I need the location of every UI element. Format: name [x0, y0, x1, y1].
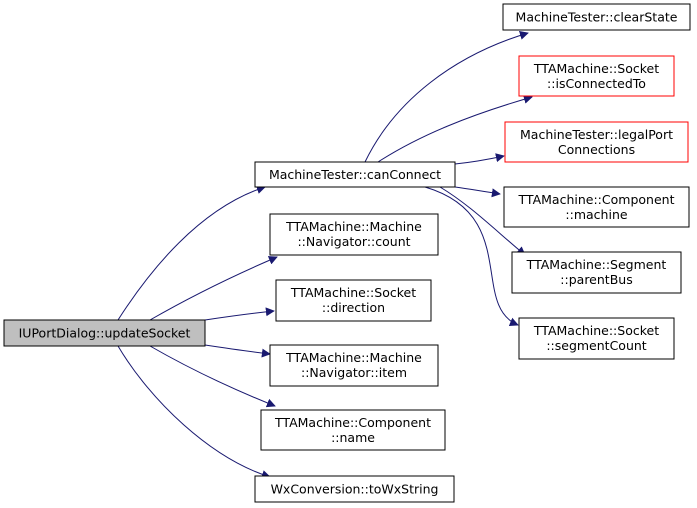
node-label: WxConversion::toWxString — [271, 482, 439, 497]
node-socket-direction[interactable]: TTAMachine::Socket ::direction — [275, 279, 432, 322]
node-label-line2: ::isConnectedTo — [547, 76, 646, 91]
node-label-line1: TTAMachine::Component — [274, 415, 431, 430]
node-label-line1: TTAMachine::Socket — [290, 285, 416, 300]
edge-canconnect-to-segmentcount — [424, 186, 519, 327]
node-component-machine[interactable]: TTAMachine::Component ::machine — [503, 186, 690, 228]
edge-root-to-direction — [204, 307, 275, 321]
node-label-line1: TTAMachine::Segment — [526, 257, 667, 272]
node-label-line1: TTAMachine::Component — [518, 192, 675, 207]
node-machinetester-clearstate[interactable]: MachineTester::clearState — [502, 3, 691, 31]
node-machinetester-canconnect[interactable]: MachineTester::canConnect — [254, 161, 456, 188]
node-label-line1: MachineTester::legalPort — [520, 127, 673, 142]
node-label: IUPortDialog::updateSocket — [19, 326, 191, 341]
node-label-line2: ::machine — [565, 207, 627, 222]
node-label-line1: TTAMachine::Machine — [285, 350, 422, 365]
edge-root-to-navitem — [204, 344, 271, 358]
node-label-line2: Connections — [558, 142, 635, 157]
node-label-line2: ::Navigator::item — [301, 365, 407, 380]
edge-root-to-name — [149, 345, 276, 408]
node-label-line2: ::name — [331, 430, 375, 445]
edge-canconnect-to-parentbus — [439, 186, 526, 256]
node-machinetester-legalportconnections[interactable]: MachineTester::legalPort Connections — [504, 121, 689, 163]
node-socket-segmentcount[interactable]: TTAMachine::Socket ::segmentCount — [518, 317, 675, 360]
edge-canconnect-to-legalport — [454, 153, 505, 165]
node-label-line2: ::parentBus — [560, 272, 632, 287]
node-iuportdialog-updatesocket[interactable]: IUPortDialog::updateSocket — [3, 319, 206, 347]
node-component-name[interactable]: TTAMachine::Component ::name — [260, 409, 446, 451]
node-label-line1: TTAMachine::Socket — [533, 61, 659, 76]
node-navigator-count[interactable]: TTAMachine::Machine ::Navigator::count — [269, 213, 439, 256]
node-label-line2: ::Navigator::count — [297, 234, 410, 249]
edge-root-to-towxstring — [117, 345, 271, 479]
node-label-line2: ::segmentCount — [546, 338, 646, 353]
edge-root-to-canconnect — [117, 185, 266, 321]
node-label-line2: ::direction — [322, 300, 385, 315]
edge-canconnect-to-machine — [454, 186, 501, 198]
node-label-line1: TTAMachine::Socket — [533, 323, 659, 338]
node-wxconversion-towxstring[interactable]: WxConversion::toWxString — [254, 475, 455, 503]
node-socket-isconnectedto[interactable]: TTAMachine::Socket ::isConnectedTo — [518, 55, 675, 97]
node-label: MachineTester::canConnect — [269, 167, 441, 182]
edge-canconnect-to-clearstate — [364, 31, 529, 163]
node-label-line1: TTAMachine::Machine — [285, 219, 422, 234]
edges — [117, 31, 533, 479]
node-segment-parentbus[interactable]: TTAMachine::Segment ::parentBus — [511, 251, 682, 294]
node-label: MachineTester::clearState — [516, 10, 678, 25]
edge-canconnect-to-isconnectedto — [377, 94, 533, 163]
node-navigator-item[interactable]: TTAMachine::Machine ::Navigator::item — [269, 344, 439, 387]
edge-root-to-navcount — [149, 256, 278, 321]
